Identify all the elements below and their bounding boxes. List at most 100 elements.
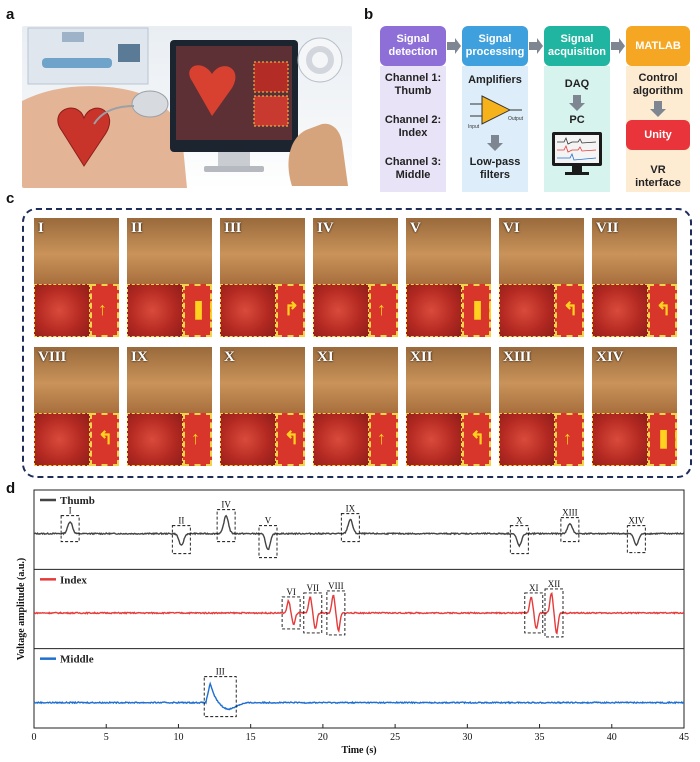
gesture-numeral: I [38,220,44,236]
arrow-right-icon [447,38,461,54]
x-tick-label: 15 [246,732,256,743]
direction-arrow-icon: ↰ [470,428,486,448]
operating-room-inset [27,27,149,85]
hand-gesture-image [406,347,491,413]
heart-view-image [313,413,369,466]
event-box [509,525,529,555]
event-box [340,513,360,543]
direction-arrow-icon: ❚❚ [470,299,491,319]
signal-detection-header: Signal detection [380,26,446,66]
op-amp-input-label: Input [468,124,480,130]
event-label: VIII [328,581,344,591]
hand-gesture-image [127,218,212,284]
gesture-tile: ↱ III [220,218,305,337]
gesture-tile: ↑ IX [127,347,212,466]
event-box [258,525,278,559]
heart-view-image [406,284,462,337]
gesture-tile: ❚❚ II [127,218,212,337]
catheter-inset: ↰ [276,413,305,466]
event-label: VII [307,583,320,593]
hand-icon [288,123,348,186]
gesture-numeral: IV [317,220,334,236]
gesture-numeral: IX [131,349,148,365]
op-amp-icon: Input Output [468,95,524,130]
event-box [203,676,237,718]
screen-heart-icon [189,65,236,116]
gesture-grid: ↑I❚❚II↱III↑IV❚❚V↰VI↰VII↰VIII↑IX↰X↑XI↰XII… [22,208,692,478]
gesture-numeral: III [224,220,242,236]
x-tick-label: 5 [104,732,109,743]
catheter-inset: ↰ [648,284,677,337]
monitor-base [204,166,264,172]
pc-label: PC [569,114,585,126]
catheter-inset: ↰ [90,413,119,466]
x-tick-label: 20 [318,732,328,743]
pacemaker-icon [131,90,169,118]
detection-column [380,66,446,192]
matlab-header: MATLAB [626,26,690,66]
surgical-lamp-icon [62,32,84,42]
heart-view-image [220,413,276,466]
event-box [171,525,191,555]
catheter-inset: ↑ [369,284,398,337]
pc-monitor-icon [552,132,602,175]
channel-index-label: Channel 2: Index [384,114,442,139]
gesture-numeral: XIII [503,349,532,365]
panel-label-b: b [364,6,374,23]
amplifiers-label: Amplifiers [468,74,522,86]
catheter-inset: ↰ [555,284,584,337]
x-tick-label: 40 [607,732,617,743]
event-label: IV [221,500,231,510]
catheter-inset: ↰ [462,413,491,466]
gesture-tile: ↰ VII [592,218,677,337]
gesture-tile: ↑XI [313,347,398,466]
event-box [626,525,646,554]
gesture-numeral: VI [503,220,520,236]
heart-view-image [127,284,183,337]
event-label: IX [346,504,356,514]
arrow-down-icon [487,135,503,151]
heart-view-image [34,284,90,337]
direction-arrow-icon: ↑ [377,299,386,319]
event-label: VI [286,587,296,597]
direction-arrow-icon: ↑ [377,428,386,448]
arrow-right-icon [529,38,543,54]
series-line [33,592,685,635]
signal-processing-header: Signal processing [462,26,528,66]
y-axis-label: Voltage amplitude (a.u.) [16,558,27,660]
event-label: V [265,516,272,526]
event-box [544,588,564,638]
x-tick-label: 25 [390,732,400,743]
patient-bed-icon [42,58,112,68]
gesture-numeral: II [131,220,143,236]
low-pass-filters-label: Low-pass filters [469,156,521,181]
direction-arrow-icon: ↰ [284,428,300,448]
gesture-tile: ❚❚XIV [592,347,677,466]
catheter-inset: ↱ [276,284,305,337]
event-label: III [216,667,225,677]
pacemaker-lead [93,105,135,125]
gesture-tile: ↑ IV [313,218,398,337]
direction-arrow-icon: ↑ [191,428,200,448]
channel-middle-label: Channel 3: Middle [384,156,442,181]
direction-arrow-icon: ↑ [563,428,572,448]
unity-box: Unity [626,120,690,150]
monitor-icon [118,44,140,62]
direction-arrow-icon: ↰ [563,299,579,319]
gesture-numeral: X [224,349,235,365]
event-label: XIV [628,516,644,526]
screen-inset-arrow [253,95,289,127]
hand-gesture-image [313,347,398,413]
hand-gesture-image [499,347,584,413]
x-axis-label: Time (s) [341,745,376,756]
catheter-inset: ❚❚ [183,284,212,337]
event-label: XIII [562,508,578,518]
legend-label: Middle [60,654,94,666]
screen-inset [253,61,289,93]
gesture-numeral: VII [596,220,619,236]
hand-gesture-image [406,218,491,284]
x-tick-label: 35 [535,732,545,743]
legend-label: Index [60,574,87,586]
ring-sensor-zoom [297,37,343,83]
